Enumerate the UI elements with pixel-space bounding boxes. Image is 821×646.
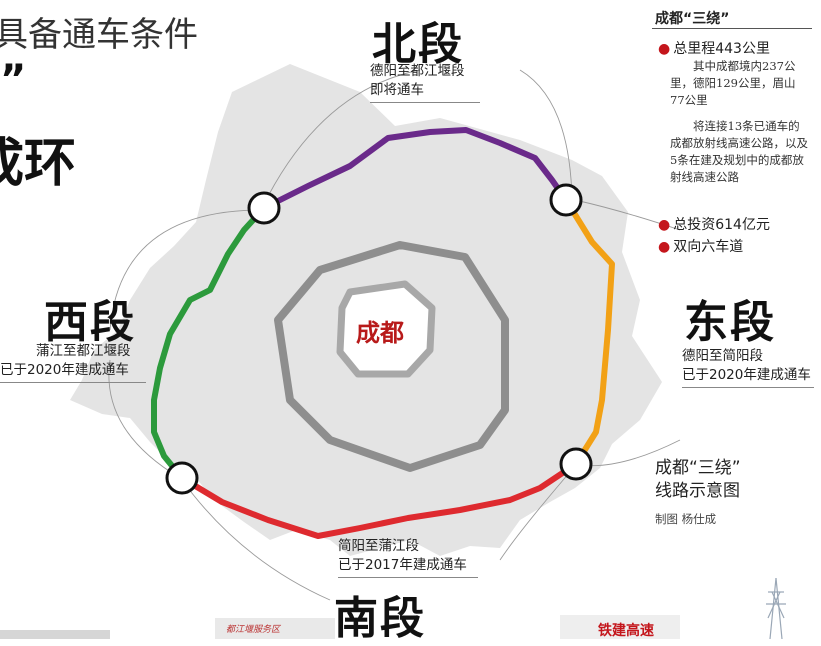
bullet-icon: ● xyxy=(658,41,671,57)
headline-line-2: ” xyxy=(0,57,27,103)
info-total-length-text: 总里程443公里 xyxy=(673,41,770,57)
city-core xyxy=(336,280,436,378)
pylon-icon xyxy=(766,577,786,639)
info-investment-text: 总投资614亿元 xyxy=(673,217,770,233)
info-investment: ●总投资614亿元 xyxy=(658,214,770,234)
legend-credit: 制图 杨仕成 xyxy=(655,512,717,526)
info-title-underline xyxy=(652,28,812,29)
north-segment-desc-2: 即将通车 xyxy=(370,81,480,103)
west-segment-line xyxy=(151,205,267,481)
info-total-length: ●总里程443公里 xyxy=(658,38,770,58)
bullet-icon: ● xyxy=(658,217,671,233)
bullet-icon: ● xyxy=(658,239,671,255)
east-segment-desc-1: 德阳至简阳段 xyxy=(682,348,763,364)
info-detail-2: 将连接13条已通车的成都放射线高速公路，以及5条在建及规划中的成都放射线高速公路 xyxy=(670,119,808,184)
west-segment-title: 西段 xyxy=(44,297,136,348)
junction-node-southwest xyxy=(165,461,199,495)
bottom-strip-center xyxy=(215,618,335,639)
city-label: 成都 xyxy=(356,319,404,347)
bottom-strip-left xyxy=(0,630,110,639)
south-segment-desc-2: 已于2017年建成通车 xyxy=(338,556,478,578)
south-segment-desc-1: 简阳至蒲江段 xyxy=(338,538,419,554)
inner-ring xyxy=(274,241,509,472)
junction-node-northeast xyxy=(549,183,583,217)
info-title: 成都“三绕” xyxy=(655,11,730,27)
headline-line-3: 成环 xyxy=(0,134,77,194)
bottom-strip-right xyxy=(560,615,680,639)
east-segment-desc-2: 已于2020年建成通车 xyxy=(682,366,814,388)
headline-line-1: 具备通车条件 xyxy=(0,15,198,55)
west-segment-desc-2: 已于2020年建成通车 xyxy=(0,361,146,383)
junction-node-southeast xyxy=(559,447,593,481)
east-segment-line xyxy=(563,197,615,467)
west-segment-desc-1: 蒲江至都江堰段 xyxy=(36,343,131,359)
sign-railway-highway: 铁建高速 xyxy=(598,623,654,639)
south-segment-title: 南段 xyxy=(334,593,426,644)
north-segment-title: 北段 xyxy=(372,19,464,70)
sign-service-area: 都江堰服务区 xyxy=(226,625,281,635)
legend-title-1: 成都“三绕” xyxy=(655,458,741,478)
north-segment-desc-1: 德阳至都江堰段 xyxy=(370,63,465,79)
east-segment-title: 东段 xyxy=(684,297,776,348)
junction-node-northwest xyxy=(247,191,281,225)
legend-title-2: 线路示意图 xyxy=(655,481,740,501)
guide-arcs xyxy=(108,69,681,601)
south-segment-line xyxy=(179,461,579,539)
info-lanes: ●双向六车道 xyxy=(658,236,743,256)
info-lanes-text: 双向六车道 xyxy=(673,239,744,255)
north-segment-line xyxy=(261,127,569,211)
info-detail-1: 其中成都境内237公里，德阳129公里，眉山77公里 xyxy=(670,59,796,107)
